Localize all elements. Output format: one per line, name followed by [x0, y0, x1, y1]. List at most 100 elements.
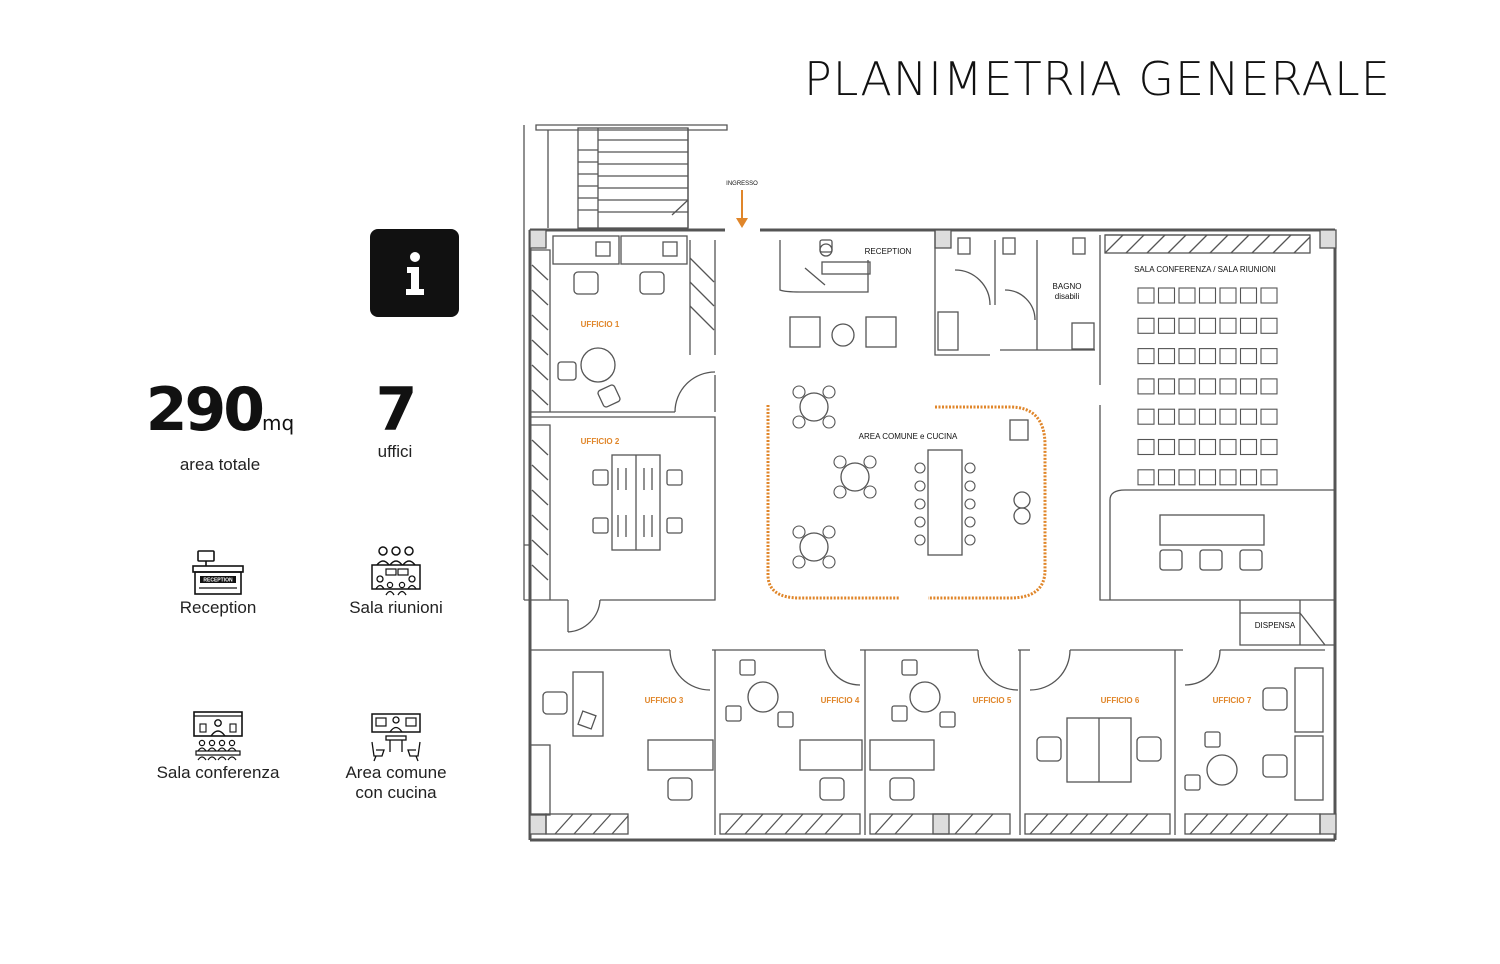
conference-seat: [1157, 317, 1176, 334]
conference-seat: [1239, 348, 1258, 365]
page-title: PLANIMETRIA GENERALE: [804, 52, 1391, 106]
conference-seat: [1137, 287, 1155, 304]
label-conference-room: SALA CONFERENZA / SALA RIUNIONI: [1134, 265, 1276, 274]
chair: [964, 498, 976, 510]
label-ufficio-6: UFFICIO 6: [1101, 696, 1140, 705]
reception-desk-icon: RECEPTION: [192, 550, 244, 595]
chair: [822, 385, 836, 399]
conference-seat: [1260, 378, 1278, 395]
conference-seat: [1178, 287, 1196, 304]
conference-seat: [1219, 469, 1237, 486]
conference-seat: [1198, 408, 1217, 425]
chair: [792, 385, 806, 399]
label-ufficio-7: UFFICIO 7: [1213, 696, 1252, 705]
info-icon: [370, 229, 459, 317]
conference-seat: [1198, 438, 1217, 456]
offices-label: uffici: [377, 442, 413, 461]
chair: [914, 462, 926, 474]
entrance-arrow-icon: [736, 190, 748, 228]
conference-seat: [1198, 317, 1217, 334]
conference-seat: [1157, 469, 1176, 486]
conference-seat: [1239, 408, 1258, 425]
conference-seat: [1137, 438, 1155, 456]
stat-total-area: 290mq area totale: [140, 380, 300, 475]
conference-seat: [1219, 317, 1237, 334]
conference-seat: [1157, 378, 1176, 395]
area-unit: mq: [262, 411, 295, 435]
conference-seat: [1137, 378, 1155, 395]
conference-seat: [1137, 317, 1155, 334]
feature-common-area: Area comune con cucina: [316, 710, 476, 802]
label-bagno-disabili: disabili: [1055, 292, 1080, 301]
conference-seat: [1137, 469, 1155, 486]
common-area-kitchen-icon: [371, 713, 421, 762]
conference-seat: [1260, 408, 1278, 425]
offices-value: 7: [375, 375, 418, 445]
chair: [914, 534, 926, 546]
meeting-room-icon: [371, 546, 421, 596]
chair: [822, 415, 836, 429]
chair: [863, 455, 877, 469]
feature-conference: Sala conferenza: [138, 710, 298, 782]
chair: [914, 480, 926, 492]
label-ufficio-4: UFFICIO 4: [821, 696, 860, 705]
conference-seat: [1219, 378, 1237, 395]
chair: [792, 525, 806, 539]
reception-badge-text: RECEPTION: [203, 578, 233, 584]
conference-seat: [1219, 287, 1237, 304]
chair: [964, 534, 976, 546]
conference-seat: [1157, 438, 1176, 456]
label-reception: RECEPTION: [865, 247, 912, 256]
label-ufficio-1: UFFICIO 1: [581, 320, 620, 329]
conference-room-icon: [193, 711, 243, 761]
label-bagno: BAGNO: [1053, 282, 1082, 291]
conference-seat: [1178, 469, 1196, 486]
conference-seat: [1239, 287, 1258, 304]
conference-seat: [1157, 348, 1176, 365]
chair: [822, 525, 836, 539]
conference-seat: [1198, 469, 1217, 486]
conference-seat: [1157, 287, 1176, 304]
conference-seat: [1178, 408, 1196, 425]
conference-seat: [1219, 408, 1237, 425]
conference-seat: [1198, 348, 1217, 365]
feature-reception: RECEPTION Reception: [138, 547, 298, 617]
area-label: area totale: [179, 455, 261, 474]
label-ufficio-3: UFFICIO 3: [645, 696, 684, 705]
conference-seat: [1260, 348, 1278, 365]
conference-seat: [1137, 348, 1155, 365]
stat-offices: 7 uffici: [335, 380, 455, 462]
feature-meeting-room: Sala riunioni: [316, 545, 476, 617]
conference-seat: [1260, 317, 1278, 334]
conference-seat: [1260, 287, 1278, 304]
chair: [964, 480, 976, 492]
conference-seat: [1137, 408, 1155, 425]
conference-seat: [1219, 348, 1237, 365]
chair: [914, 516, 926, 528]
feature-conference-label: Sala conferenza: [156, 763, 280, 782]
chair: [833, 485, 847, 499]
label-dispensa: DISPENSA: [1255, 621, 1296, 630]
chair: [822, 555, 836, 569]
conference-seat: [1178, 438, 1196, 456]
conference-seat: [1178, 317, 1196, 334]
chair: [964, 462, 976, 474]
conference-seat: [1198, 287, 1217, 304]
conference-seat: [1260, 438, 1278, 456]
conference-seat: [1178, 348, 1196, 365]
floor-plan: INGRESSO RECEPTION BAGNO disabili SALA C…: [523, 124, 1337, 842]
chair: [792, 555, 806, 569]
conference-seat: [1198, 378, 1217, 395]
label-common-area: AREA COMUNE e CUCINA: [859, 432, 958, 441]
conference-seat: [1157, 408, 1176, 425]
conference-seat: [1219, 438, 1237, 456]
chair: [964, 516, 976, 528]
chair: [863, 485, 877, 499]
conference-seat: [1178, 378, 1196, 395]
label-ufficio-2: UFFICIO 2: [581, 437, 620, 446]
conference-seat: [1239, 438, 1258, 456]
conference-seat: [1260, 469, 1278, 486]
conference-seat: [1239, 469, 1258, 486]
chair: [792, 415, 806, 429]
conference-seat: [1239, 378, 1258, 395]
